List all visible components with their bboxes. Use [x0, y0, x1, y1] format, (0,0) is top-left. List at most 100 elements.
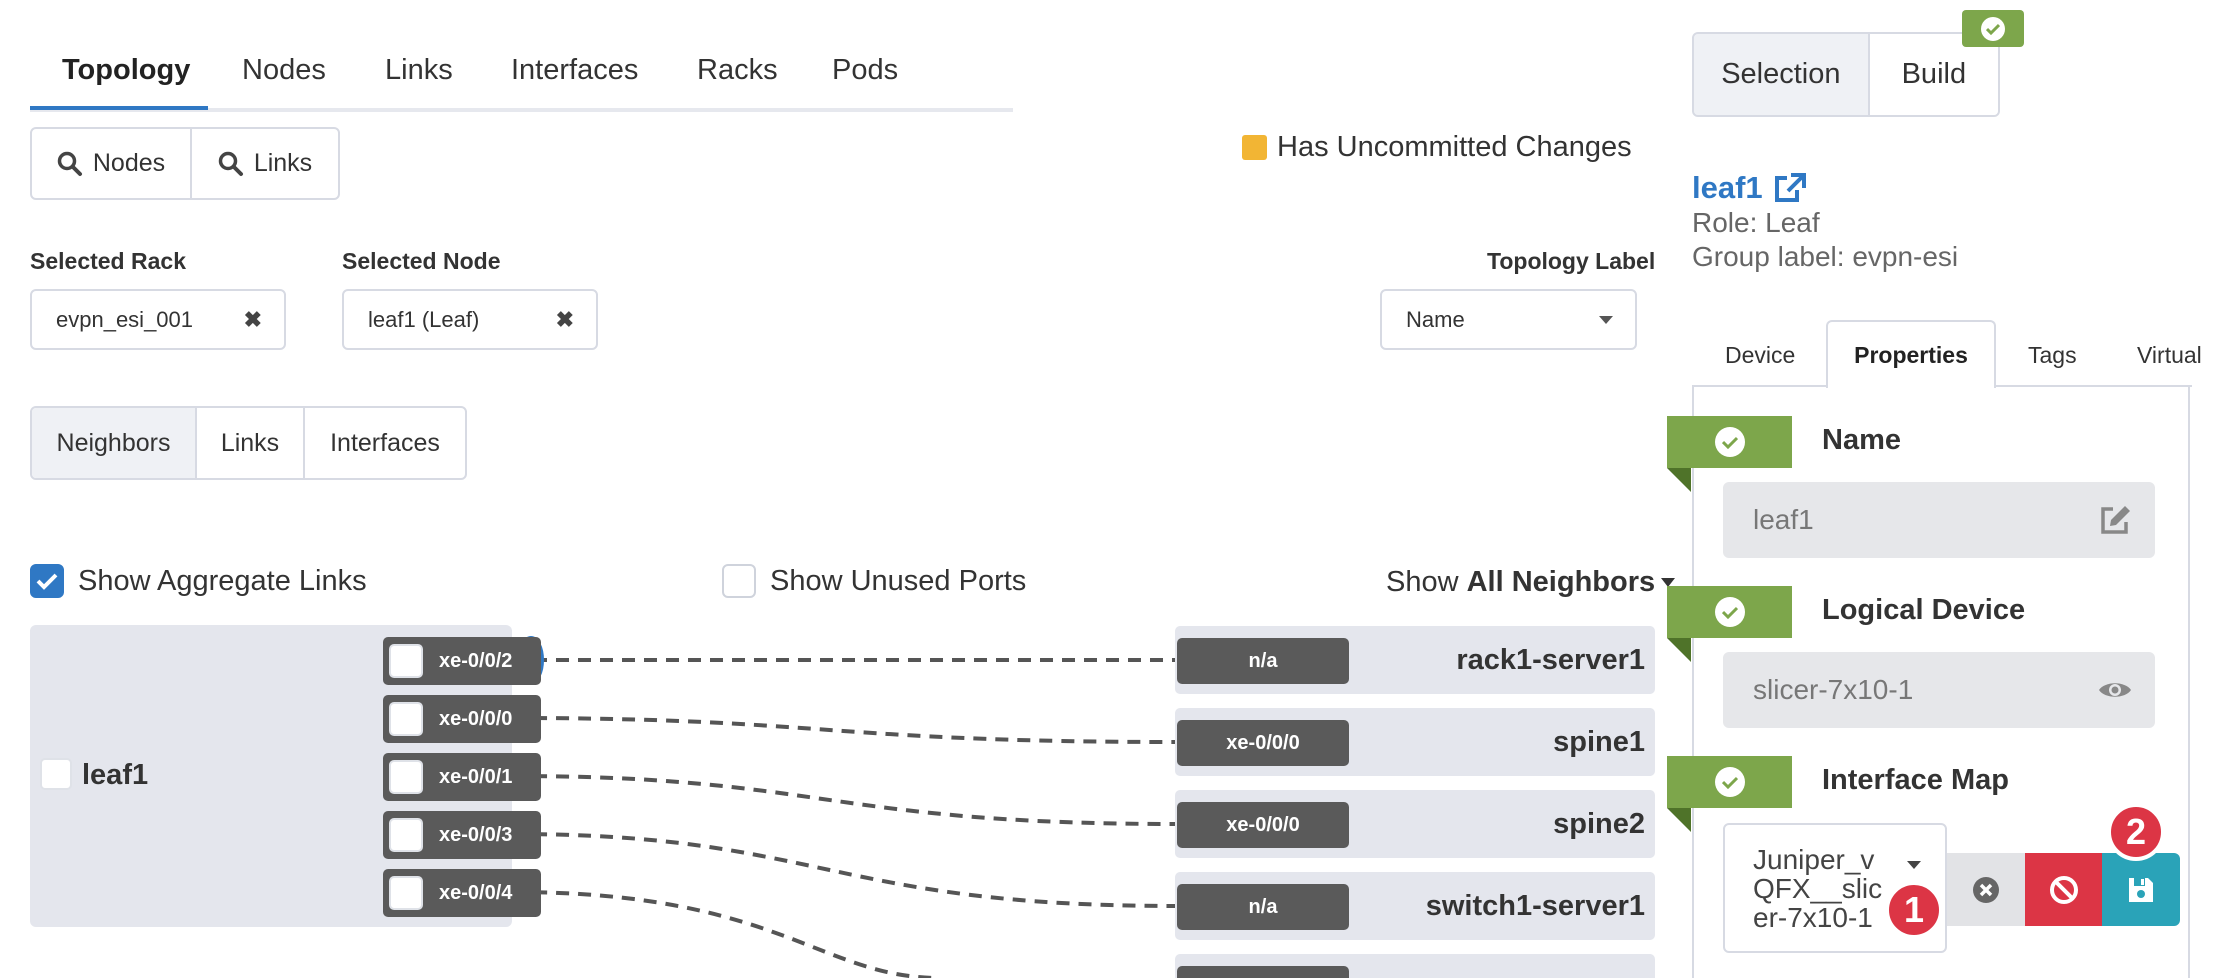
show-value: All Neighbors [1466, 566, 1656, 598]
port-chip[interactable]: xe-0/0/3 [383, 811, 541, 859]
search-links-button[interactable]: Links [192, 129, 338, 198]
top-nav-tabs: Topology Nodes Links Interfaces Racks Po… [30, 40, 1013, 112]
show-neighbors-dropdown[interactable]: Show All Neighbors [1386, 566, 1676, 599]
mode-tab-group: Selection Build [1692, 32, 2000, 117]
show-unused-label: Show Unused Ports [770, 565, 1027, 597]
eye-icon[interactable] [2097, 679, 2133, 701]
link-line [511, 774, 1176, 826]
logical-device-title: Logical Device [1822, 594, 2026, 626]
port-label: xe-0/0/0 [439, 707, 513, 730]
port-label: xe-0/0/4 [439, 881, 513, 904]
link-line [511, 832, 1176, 908]
edit-icon[interactable] [2099, 504, 2133, 536]
view-tab-interfaces-label: Interfaces [330, 428, 440, 457]
neighbor-name: spine1 [1553, 726, 1645, 758]
logical-device-status-flag [1667, 586, 1792, 662]
build-status-badge [1962, 10, 2024, 47]
uncommitted-legend: Has Uncommitted Changes [1242, 131, 1632, 164]
annotation-badge-1: 1 [1885, 881, 1943, 939]
view-tab-links-label: Links [220, 428, 280, 457]
mode-tab-selection[interactable]: Selection [1694, 34, 1870, 115]
logical-device-value: slicer-7x10-1 [1753, 674, 1914, 705]
tab-topology[interactable]: Topology [62, 54, 191, 86]
neighbor-name: switch1-server1 [1425, 890, 1645, 922]
properties-panel [1692, 386, 2190, 978]
clear-node-icon[interactable]: ✖ [555, 306, 574, 332]
annotation-badge-2: 2 [2107, 803, 2165, 861]
node-checkbox[interactable] [40, 758, 72, 790]
search-nodes-button[interactable]: Nodes [32, 129, 192, 198]
save-button[interactable] [2102, 853, 2180, 926]
check-circle-icon [1981, 16, 2005, 41]
port-checkbox[interactable] [389, 702, 423, 736]
name-field[interactable]: leaf1 [1723, 482, 2155, 558]
clear-interface-map-button[interactable] [1947, 853, 2025, 926]
detail-tab-tags[interactable]: Tags [2028, 342, 2077, 368]
logical-device-field: slicer-7x10-1 [1723, 652, 2155, 728]
topology-label-value: Name [1406, 306, 1465, 332]
detail-tab-device[interactable]: Device [1725, 342, 1796, 368]
tab-interfaces[interactable]: Interfaces [511, 54, 639, 86]
chevron-down-icon [1599, 315, 1613, 324]
neighbor-row[interactable]: xe-0/0/0 spine2 [1175, 790, 1655, 858]
selected-rack-value: evpn_esi_001 [56, 306, 194, 332]
show-unused-checkbox[interactable] [722, 564, 756, 598]
port-checkbox[interactable] [389, 760, 423, 794]
show-aggregate-label: Show Aggregate Links [78, 565, 367, 597]
port-checkbox[interactable] [389, 876, 423, 910]
chevron-down-icon [1907, 861, 1921, 869]
tab-racks[interactable]: Racks [697, 54, 778, 86]
neighbor-row[interactable]: n/a switch1-server1 [1175, 872, 1655, 940]
search-icon [57, 151, 82, 176]
detail-tab-properties-label: Properties [1854, 341, 1968, 368]
tab-nodes[interactable]: Nodes [242, 54, 326, 86]
neighbor-row-partial[interactable] [1175, 954, 1655, 978]
cancel-button[interactable] [2025, 853, 2102, 926]
topology-label-select[interactable]: Name [1380, 289, 1637, 350]
tab-links[interactable]: Links [385, 54, 453, 86]
view-tab-interfaces[interactable]: Interfaces [305, 408, 465, 478]
selected-node-value: leaf1 (Leaf) [368, 306, 480, 332]
port-chip[interactable]: xe-0/0/4 [383, 869, 541, 917]
port-chip[interactable]: xe-0/0/2 [383, 637, 541, 685]
uncommitted-swatch [1242, 135, 1267, 160]
view-tab-neighbors[interactable]: Neighbors [32, 408, 197, 478]
show-aggregate-checkbox[interactable] [30, 564, 64, 598]
node-card[interactable]: leaf1 xe-0/0/2 xe-0/0/0 xe-0/0/1 xe-0/0/… [30, 625, 541, 927]
port-checkbox[interactable] [389, 644, 423, 678]
name-title: Name [1822, 424, 1901, 456]
uncommitted-label: Has Uncommitted Changes [1277, 131, 1632, 163]
selected-node-label: Selected Node [342, 248, 501, 274]
selected-rack-select[interactable]: evpn_esi_001 ✖ [30, 289, 286, 350]
active-tab-indicator [30, 106, 208, 110]
selected-node-select[interactable]: leaf1 (Leaf) ✖ [342, 289, 598, 350]
checkmark-icon [36, 573, 58, 590]
node-link[interactable]: leaf1 [1692, 170, 1807, 206]
view-tab-group: Neighbors Links Interfaces [30, 406, 467, 480]
search-icon [218, 151, 243, 176]
interface-map-title: Interface Map [1822, 764, 2009, 796]
clear-rack-icon[interactable]: ✖ [243, 306, 262, 332]
check-circle-icon [1714, 767, 1745, 797]
selected-rack-label: Selected Rack [30, 248, 186, 274]
ban-icon [2049, 875, 2078, 904]
external-link-icon [1774, 173, 1806, 202]
mode-tab-build[interactable]: Build [1869, 34, 1998, 115]
port-checkbox[interactable] [389, 818, 423, 852]
port-chip[interactable]: xe-0/0/1 [383, 753, 541, 801]
port-chip[interactable]: xe-0/0/0 [383, 695, 541, 743]
neighbor-port [1177, 966, 1349, 978]
tab-pods[interactable]: Pods [832, 54, 899, 86]
detail-tab-properties[interactable]: Properties [1826, 320, 1996, 388]
name-status-flag [1667, 416, 1792, 492]
node-name: leaf1 [82, 759, 149, 791]
link-line [511, 890, 941, 978]
interface-map-line: Juniper_v [1753, 844, 1875, 875]
view-tab-links[interactable]: Links [197, 408, 305, 478]
neighbor-row[interactable]: n/a rack1-server1 [1175, 626, 1655, 694]
close-circle-icon [1973, 876, 1999, 903]
neighbor-row[interactable]: xe-0/0/0 spine1 [1175, 708, 1655, 776]
port-label: xe-0/0/2 [439, 649, 513, 672]
detail-tab-virtual[interactable]: Virtual [2137, 342, 2202, 368]
interface-map-status-flag [1667, 756, 1792, 832]
